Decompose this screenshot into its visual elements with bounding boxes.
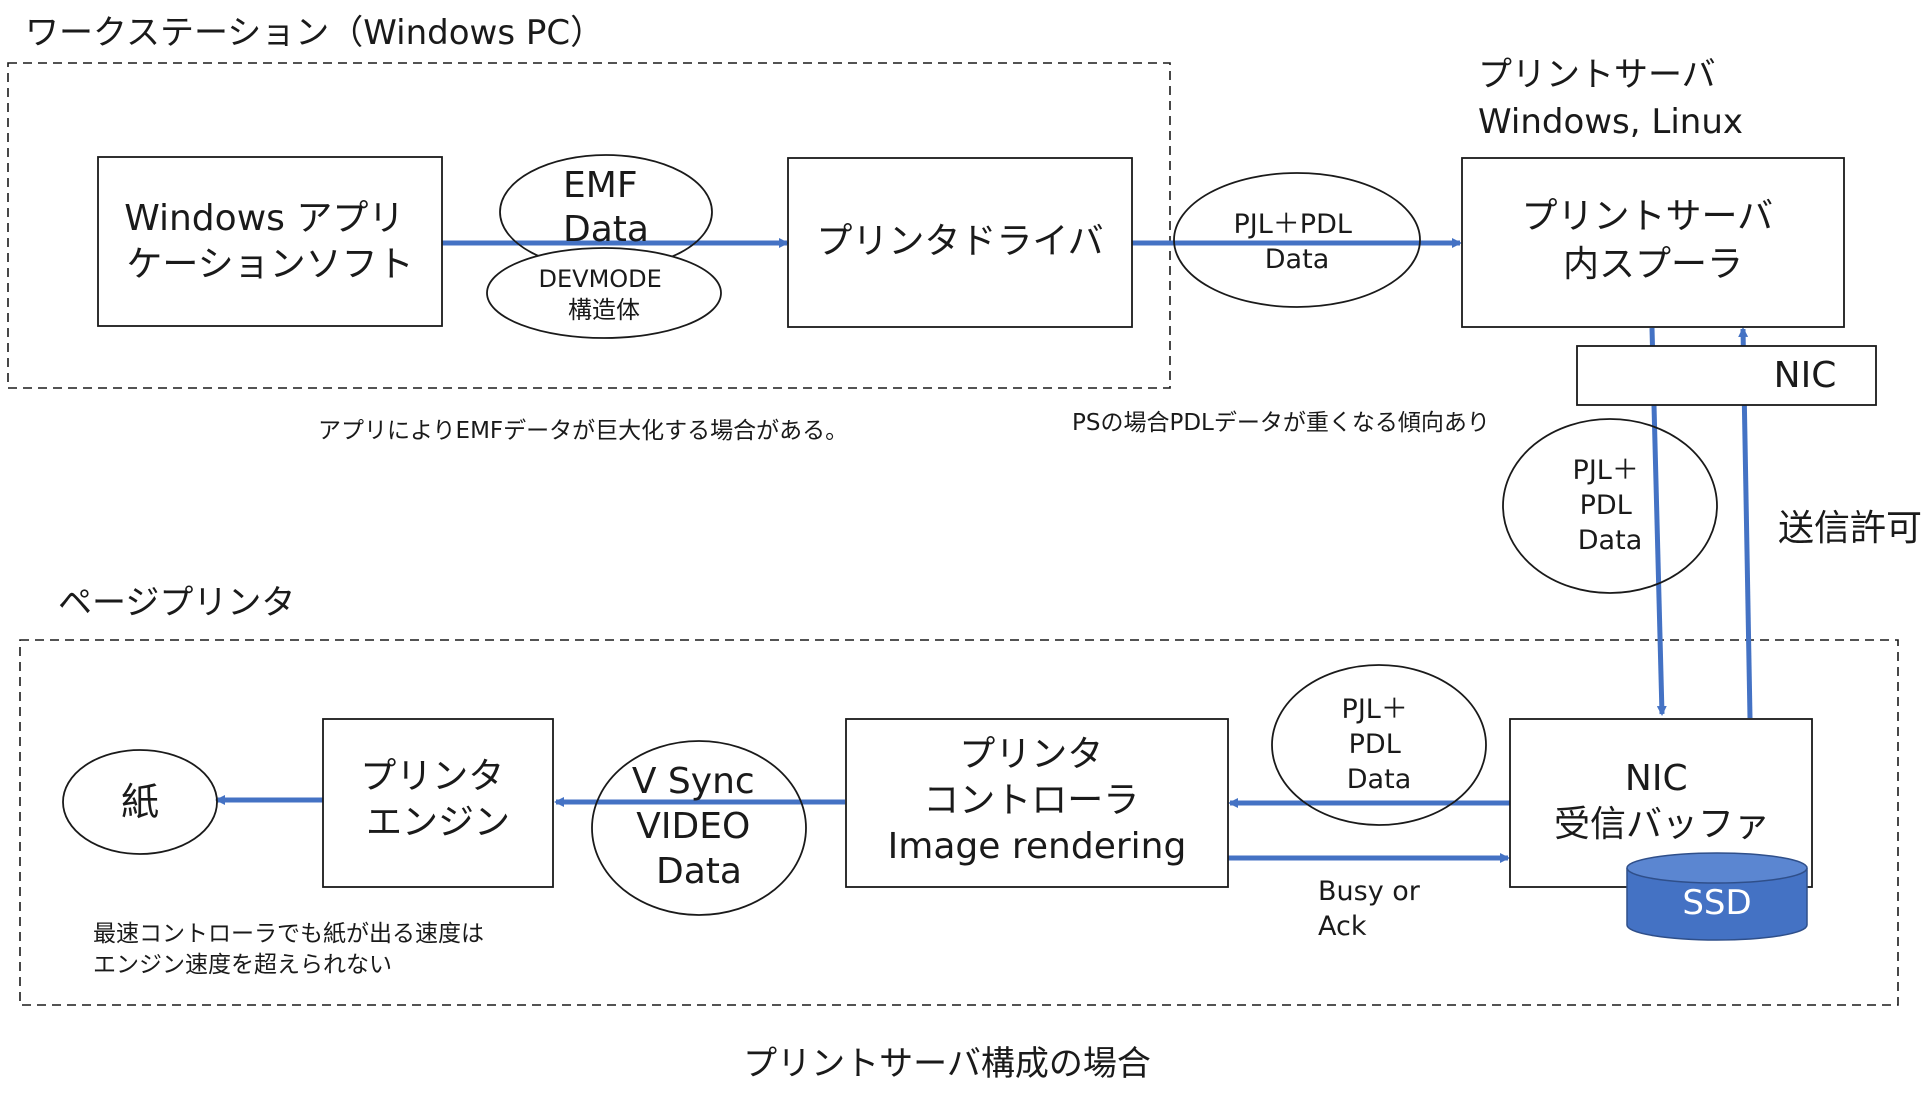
controller-line: Image rendering <box>888 826 1187 867</box>
emf-note: アプリによりEMFデータが巨大化する場合がある。 <box>318 418 848 444</box>
speed-note-line: エンジン速度を超えられない <box>93 952 392 978</box>
controller-label: プリンタ コントローラ Image rendering <box>888 734 1187 867</box>
controller-line: プリンタ <box>959 734 1103 775</box>
emf-data-label: EMF Data <box>563 165 649 250</box>
pjl-bottom-line: PDL <box>1349 729 1401 760</box>
ssd-body <box>1626 868 1808 941</box>
vsync-ellipse <box>591 740 807 916</box>
vsync-line: Data <box>656 851 742 892</box>
ssd-cylinder: SSD <box>1626 852 1808 941</box>
printer-group <box>19 639 1899 1006</box>
pjl-right-line: Data <box>1578 525 1642 556</box>
nic-buffer-line: NIC <box>1625 758 1688 799</box>
app-box-line: ケーションソフト <box>126 244 413 285</box>
printer-title: ページプリンタ <box>58 583 295 623</box>
speed-note-line: 最速コントローラでも紙が出る速度は <box>93 921 484 947</box>
pjl-top-ellipse <box>1173 172 1421 308</box>
engine-line: プリンタ <box>360 756 504 797</box>
engine-label: プリンタ エンジン <box>360 756 515 843</box>
devmode-line: 構造体 <box>568 296 640 324</box>
print-server-title-line: プリントサーバ <box>1478 55 1716 95</box>
busy-ack-label: Busy or Ack <box>1318 876 1428 942</box>
driver-box <box>787 157 1133 328</box>
print-server-title-line: Windows, Linux <box>1478 102 1743 142</box>
driver-box-label: プリンタドライバ <box>816 221 1103 262</box>
nic-buffer-label: NIC 受信バッファ <box>1554 758 1770 845</box>
paper-label: 紙 <box>121 780 159 824</box>
pjl-top-label: PJL＋PDL Data <box>1234 209 1361 275</box>
emf-data-line: EMF <box>563 165 638 206</box>
send-permit-label: 送信許可 <box>1778 508 1922 549</box>
vsync-line: V Sync <box>632 761 755 802</box>
speed-note: 最速コントローラでも紙が出る速度は エンジン速度を超えられない <box>93 921 491 978</box>
engine-box <box>322 718 554 888</box>
emf-data-line: Data <box>563 209 649 250</box>
ps-note: PSの場合PDLデータが重くなる傾向あり <box>1072 410 1490 436</box>
spooler-box-line: プリントサーバ <box>1521 196 1773 237</box>
pjl-bottom-label: PJL＋ PDL Data <box>1342 694 1417 795</box>
ssd-label: SSD <box>1682 883 1751 923</box>
pjl-right-label: PJL＋ PDL Data <box>1573 455 1648 556</box>
spooler-box <box>1461 157 1845 328</box>
spooler-box-line: 内スプーラ <box>1563 244 1743 285</box>
workstation-group <box>7 62 1171 389</box>
ssd-top <box>1626 852 1808 884</box>
spooler-box-label: プリントサーバ 内スプーラ <box>1521 196 1784 285</box>
devmode-label: DEVMODE 構造体 <box>539 265 670 324</box>
devmode-line: DEVMODE <box>539 265 662 293</box>
workstation-title: ワークステーション（Windows PC） <box>25 13 604 53</box>
engine-line: エンジン <box>366 802 510 843</box>
busy-ack-line: Busy or <box>1318 876 1421 907</box>
pjl-top-line: PJL＋PDL <box>1234 209 1352 240</box>
app-box-label: Windows アプリ ケーションソフト <box>124 198 416 285</box>
controller-box <box>845 718 1229 888</box>
vsync-label: V Sync VIDEO Data <box>632 761 766 892</box>
pjl-right-ellipse <box>1502 418 1718 594</box>
nic-buffer-line: 受信バッファ <box>1554 804 1770 845</box>
pjl-right-line: PJL＋ <box>1573 455 1639 486</box>
nic-server-box <box>1576 345 1877 406</box>
app-box-line: Windows アプリ <box>124 198 404 239</box>
pjl-top-line: Data <box>1265 244 1329 275</box>
pjl-bottom-ellipse <box>1271 664 1487 826</box>
devmode-ellipse <box>486 247 722 339</box>
vsync-line: VIDEO <box>636 806 750 847</box>
pjl-right-line: PDL <box>1580 490 1632 521</box>
app-box <box>97 156 443 327</box>
busy-ack-line: Ack <box>1318 911 1367 942</box>
paper-ellipse <box>62 749 218 855</box>
nic-server-label: NIC <box>1774 355 1837 396</box>
pjl-bottom-line: Data <box>1347 764 1411 795</box>
controller-line: コントローラ <box>923 780 1139 821</box>
pjl-bottom-line: PJL＋ <box>1342 694 1408 725</box>
diagram-caption: プリントサーバ構成の場合 <box>743 1044 1151 1084</box>
print-server-title: プリントサーバ Windows, Linux <box>1478 55 1743 142</box>
